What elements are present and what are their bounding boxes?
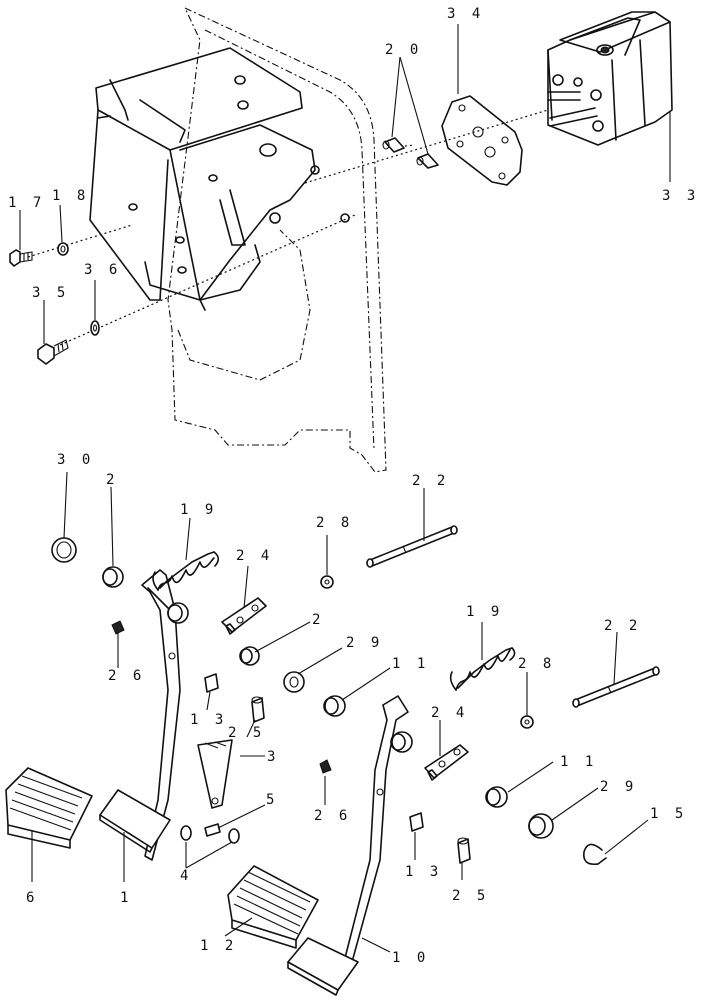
link-plate-3 — [197, 739, 233, 809]
bolt-17 — [9, 249, 33, 267]
pin-25-left — [251, 696, 265, 723]
label-13-right: 1 3 — [405, 864, 442, 880]
label-19-left: 1 9 — [180, 502, 217, 518]
pedal-10 — [287, 695, 413, 996]
label-13-left: 1 3 — [190, 712, 227, 728]
label-10: 1 0 — [392, 950, 429, 966]
label-30: 3 0 — [57, 452, 94, 468]
label-33: 3 3 — [662, 188, 699, 204]
label-35: 3 5 — [32, 285, 69, 301]
label-1: 1 — [120, 890, 132, 906]
pin-22-left — [366, 525, 458, 568]
pedal-pad-12 — [227, 865, 319, 949]
leader-lines — [19, 24, 671, 953]
nut-28-left — [320, 575, 334, 589]
pedal-1 — [99, 569, 189, 861]
washer-18 — [57, 242, 69, 256]
label-2-mid: 2 — [312, 612, 324, 628]
label-24-left: 2 4 — [236, 548, 273, 564]
snap-ring-15 — [582, 843, 607, 866]
pin-5 — [204, 823, 221, 837]
label-25-right: 2 5 — [452, 888, 489, 904]
label-25-left: 2 5 — [228, 725, 265, 741]
sleeve-13-right — [409, 812, 424, 832]
label-3: 3 — [267, 749, 279, 765]
label-2-top: 2 — [106, 472, 118, 488]
gasket-34 — [441, 95, 523, 186]
clevis-24-left — [221, 597, 267, 635]
label-29-left: 2 9 — [346, 635, 383, 651]
clip-26-left — [111, 620, 125, 635]
seal-ring-30 — [51, 537, 77, 563]
washer-29-right — [528, 813, 554, 839]
label-15: 1 5 — [650, 806, 687, 822]
label-28-right: 2 8 — [518, 656, 555, 672]
bushing-2-mid — [239, 646, 260, 666]
part-labels: 3 4 2 0 3 3 1 7 1 8 3 6 3 5 3 0 2 1 9 2 … — [8, 6, 699, 966]
label-19-right: 1 9 — [466, 604, 503, 620]
label-22-right: 2 2 — [604, 618, 641, 634]
cab-panel-outline — [167, 6, 387, 473]
bushing-11-right — [485, 786, 508, 808]
label-34: 3 4 — [447, 6, 484, 22]
bushing-2-left — [102, 566, 124, 588]
master-cylinder-33 — [547, 11, 673, 146]
clevis-24-right — [424, 744, 469, 781]
label-22-left: 2 2 — [412, 473, 449, 489]
clip-26-right — [319, 759, 332, 774]
pin-22-right — [572, 666, 660, 708]
label-4: 4 — [180, 868, 192, 884]
label-26-right: 2 6 — [314, 808, 351, 824]
label-24-right: 2 4 — [431, 705, 468, 721]
label-36: 3 6 — [84, 262, 121, 278]
spring-19-right — [449, 647, 516, 691]
fittings-20 — [382, 137, 439, 169]
bushing-11-left — [323, 695, 346, 717]
label-20: 2 0 — [385, 42, 422, 58]
label-5: 5 — [266, 792, 278, 808]
label-17: 1 7 — [8, 195, 45, 211]
washer-29-left — [283, 671, 305, 693]
washers-4 — [180, 825, 240, 844]
label-18: 1 8 — [52, 188, 89, 204]
label-12: 1 2 — [200, 938, 237, 954]
washer-36 — [90, 320, 100, 336]
label-6: 6 — [26, 890, 38, 906]
label-11-right: 1 1 — [560, 754, 597, 770]
assembly-lines — [27, 109, 549, 346]
pin-25-right — [457, 837, 471, 864]
bolt-35 — [37, 339, 69, 365]
label-26-left: 2 6 — [108, 668, 145, 684]
label-29-right: 2 9 — [600, 779, 637, 795]
label-28-left: 2 8 — [316, 515, 353, 531]
nut-28-right — [520, 715, 534, 729]
pedal-support-bracket — [89, 47, 350, 311]
label-11-left: 1 1 — [392, 656, 429, 672]
spring-19-left — [152, 551, 220, 591]
pedal-pad-6 — [5, 767, 93, 849]
sleeve-13-left — [204, 673, 219, 693]
